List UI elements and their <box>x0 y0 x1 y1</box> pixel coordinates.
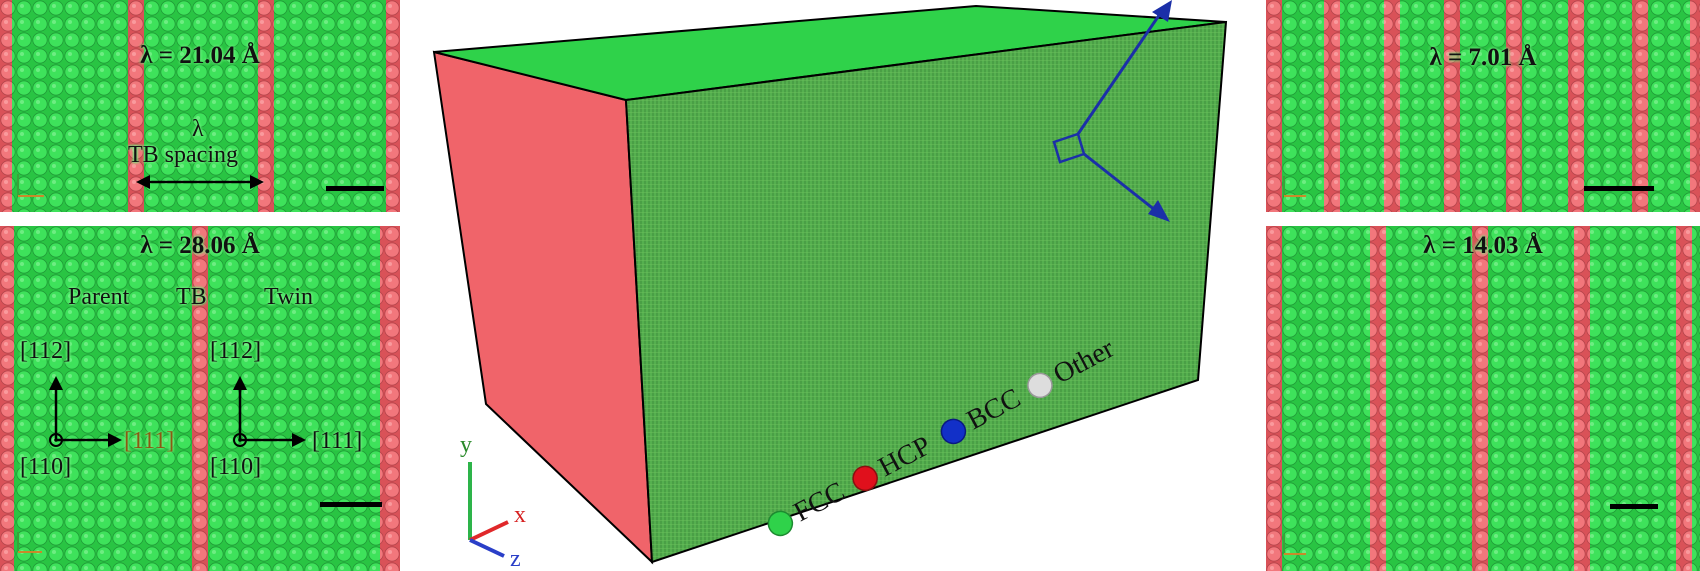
lambda-label-7: λ = 7.01 Å <box>1429 44 1537 71</box>
lambda-label-28: λ = 28.06 Å <box>140 232 260 259</box>
z-axis-icon <box>469 538 505 558</box>
scale-bar <box>326 186 384 191</box>
zoom-arrow-down <box>1148 200 1170 222</box>
fcc-dot-icon <box>767 510 794 537</box>
atom-lattice-top-left <box>0 0 400 212</box>
parent-axis-out-label: [110] <box>20 454 72 480</box>
lambda-symbol: λ <box>192 116 204 142</box>
hcp-dot-icon <box>852 465 878 492</box>
scale-bar <box>320 502 382 507</box>
panel-bottom-right: λ = 14.03 Å <box>1266 226 1700 571</box>
bcc-dot-icon <box>940 418 967 445</box>
parent-axis-right-label: [111] <box>124 428 175 454</box>
atom-lattice-top-right <box>1266 0 1700 212</box>
parent-label: Parent <box>68 284 130 310</box>
panel-bottom-left: λ = 28.06 Å Parent TB Twin [112] [111] [… <box>0 226 400 571</box>
other-dot-icon <box>1027 372 1053 399</box>
twin-axis-out-label: [110] <box>210 454 262 480</box>
simulation-box-diagram: y x z FCC HCP BCC Other <box>432 0 1228 571</box>
y-axis-label: y <box>460 432 472 458</box>
lambda-label-21: λ = 21.04 Å <box>140 42 260 69</box>
twin-axis-up-label: [112] <box>210 338 262 364</box>
twin-axis-right-label: [111] <box>312 428 363 454</box>
panel-top-left: λ = 21.04 Å λ TB spacing <box>0 0 400 212</box>
parent-axis-up-label: [112] <box>20 338 72 364</box>
tb-spacing-label: TB spacing <box>128 142 238 168</box>
scale-bar <box>1610 504 1658 509</box>
atom-lattice-bottom-right <box>1266 226 1700 571</box>
panel-top-right: λ = 7.01 Å <box>1266 0 1700 212</box>
z-axis-label: z <box>510 546 521 571</box>
twin-label: Twin <box>264 284 313 310</box>
x-axis-label: x <box>514 502 526 528</box>
box-side-face <box>432 50 654 565</box>
zoom-arrow-up <box>1152 0 1172 22</box>
tb-label: TB <box>176 284 207 310</box>
x-axis-icon <box>469 520 509 542</box>
lambda-label-14: λ = 14.03 Å <box>1423 232 1543 259</box>
scale-bar <box>1584 186 1654 191</box>
box-front-face <box>624 20 1228 564</box>
atom-lattice-bottom-left <box>0 226 400 571</box>
